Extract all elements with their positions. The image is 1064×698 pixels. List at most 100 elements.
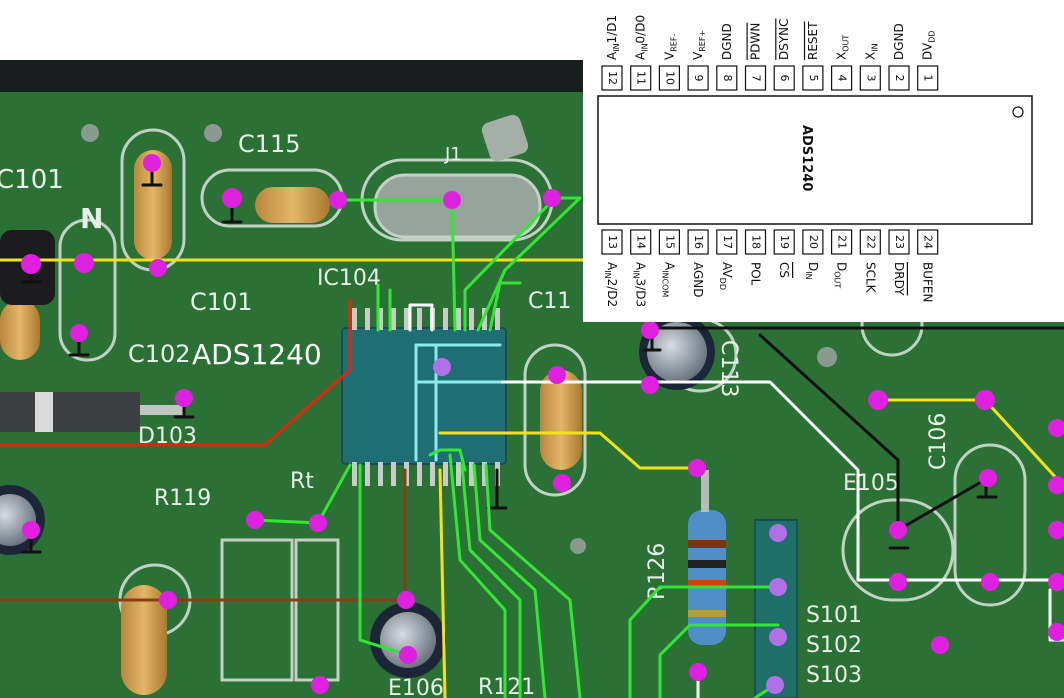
label-c115: C115 (238, 130, 301, 158)
chip-name-overlay: ADS1240 (192, 338, 322, 371)
pin-number: 4 (836, 75, 849, 82)
diode-d103 (0, 392, 140, 432)
label-ic104: IC104 (317, 266, 381, 291)
pin-box (802, 229, 824, 255)
pin-number: 16 (692, 235, 705, 249)
ic104-chip (342, 328, 506, 464)
chip-leg-top (352, 308, 357, 330)
trace-yellow-bottom (438, 468, 447, 698)
pin-number: 10 (663, 71, 676, 85)
pin-label: DSYNC (777, 18, 791, 60)
pin-label: BUFEN (921, 262, 935, 302)
label-s103: S103 (806, 663, 862, 688)
pin-box (687, 229, 709, 255)
pin-number: 3 (864, 75, 877, 82)
pin-box (630, 229, 652, 255)
chip-leg-top (443, 308, 448, 330)
pin-number: 17 (721, 235, 734, 249)
pin-number: 11 (635, 71, 648, 85)
pin-number: 22 (864, 235, 877, 249)
chip-leg-top (404, 308, 409, 330)
pin-box (601, 65, 623, 91)
pin-label: DOUT (833, 262, 849, 288)
trace-green-11 (658, 623, 780, 698)
pin-box (802, 65, 824, 91)
chip-leg-bottom (417, 462, 422, 486)
pin-box (658, 229, 681, 255)
components (0, 114, 798, 698)
pin-box (630, 65, 652, 91)
pin-number: 2 (893, 75, 906, 82)
silkscreen-labels: C115 C101 C101 C102 D103 R119 Rt R126 R1… (0, 130, 951, 698)
trace-green-4 (488, 281, 522, 332)
pin-11: 11 AIN0/D0 (630, 15, 652, 91)
pin-label: AVDD (718, 262, 734, 290)
chip-leg-bottom (378, 462, 383, 486)
chip-leg-top (417, 308, 422, 330)
pin-label: PDWN (748, 23, 762, 60)
pin-label: SCLK (864, 262, 878, 294)
pin-label: AGND (692, 262, 706, 298)
pinout-package (597, 95, 1033, 225)
trace-black-2 (758, 333, 900, 532)
trace-green-9 (428, 448, 467, 472)
pin-number: 7 (750, 75, 763, 82)
label-rt: Rt (290, 469, 314, 494)
trace-green-3 (463, 196, 557, 332)
trace-red (0, 298, 352, 447)
capacitor-c113 (540, 370, 582, 470)
pin1-marker-icon (1012, 106, 1024, 118)
label-r121: R121 (478, 675, 535, 698)
chip-leg-bottom (482, 462, 487, 486)
pinout-top-pins: 12AIN1/D111AIN0/D010VREF-9VREF+8DGND7PDW… (601, 15, 939, 91)
pin-box (744, 229, 767, 255)
label-c113: C113 (716, 340, 741, 397)
label-c102: C102 (128, 340, 191, 368)
pin-7: 7 PDWN (744, 23, 767, 91)
pin-label: AIN0/D0 (633, 15, 649, 60)
pin-label: DGND (892, 23, 906, 60)
pin-box (773, 65, 795, 91)
capacitor-c115 (255, 187, 330, 223)
chip-leg-bottom (469, 462, 474, 486)
pin-box (917, 229, 939, 255)
trace-white-1 (438, 380, 1064, 582)
pin-number: 6 (778, 75, 791, 82)
pin-label: DIN (804, 262, 820, 280)
trace-green-e106 (358, 463, 410, 657)
pin-number: 1 (922, 75, 935, 82)
trace-yellow-c113 (438, 431, 699, 470)
pin-number: 24 (922, 235, 935, 249)
pin-box (859, 229, 881, 255)
chip-leg-top (378, 308, 383, 330)
pin-label: POL (749, 262, 763, 286)
pin-box (773, 229, 795, 255)
trace-green-5 (448, 453, 507, 698)
pin-label: CS (778, 262, 792, 278)
pin-box (917, 65, 939, 91)
traces (0, 161, 1064, 698)
pin-box (888, 229, 910, 255)
pin-box (859, 65, 881, 91)
pin-2: 2 DGND (888, 23, 910, 91)
chip-leg-top (365, 308, 370, 330)
trace-green-xtal-2 (476, 196, 582, 332)
pin-label: DVDD (920, 30, 936, 60)
chip-leg-bottom (430, 462, 435, 486)
pin-number: 18 (750, 235, 763, 249)
label-r119: R119 (154, 486, 211, 511)
pin-number: 21 (836, 235, 849, 249)
pin-3: 3 XIN (859, 43, 881, 91)
header-s101 (754, 519, 798, 698)
pin-label: AIN1/D1 (605, 15, 621, 60)
pin-label: DRDY (893, 262, 907, 296)
pin-label: XIN (863, 43, 879, 60)
